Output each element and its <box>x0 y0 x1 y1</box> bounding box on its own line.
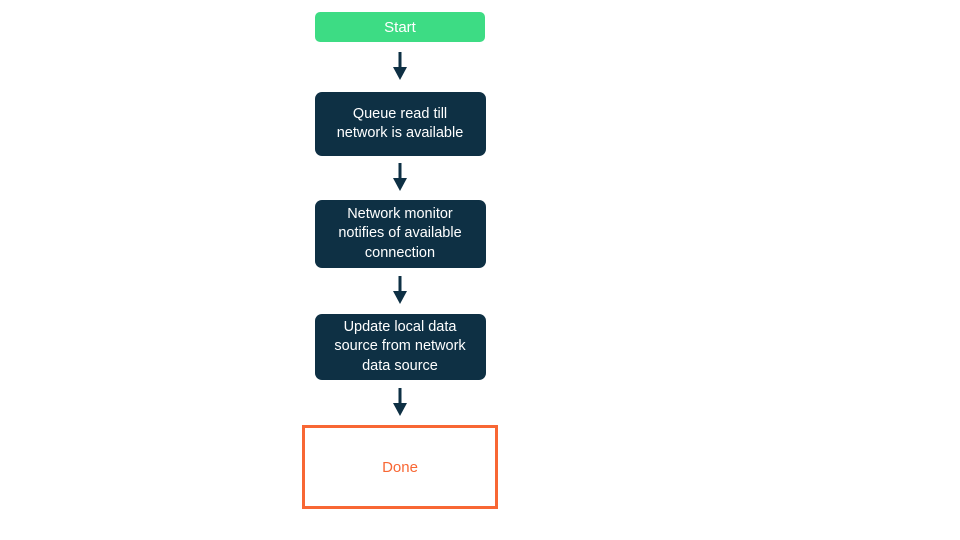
flow-node-queue-read: Queue read till network is available <box>314 92 486 156</box>
flowchart-column: Start Queue read till network is availab… <box>300 12 500 509</box>
flow-node-network-monitor: Network monitor notifies of available co… <box>314 200 486 268</box>
arrow-down-icon <box>393 163 407 191</box>
flow-node-done: Done <box>302 425 498 509</box>
arrow-down-icon <box>393 52 407 80</box>
arrow-down-icon <box>393 276 407 304</box>
flow-node-start: Start <box>315 12 485 42</box>
flow-node-update-local: Update local data source from network da… <box>314 314 486 380</box>
arrow-down-icon <box>393 388 407 416</box>
